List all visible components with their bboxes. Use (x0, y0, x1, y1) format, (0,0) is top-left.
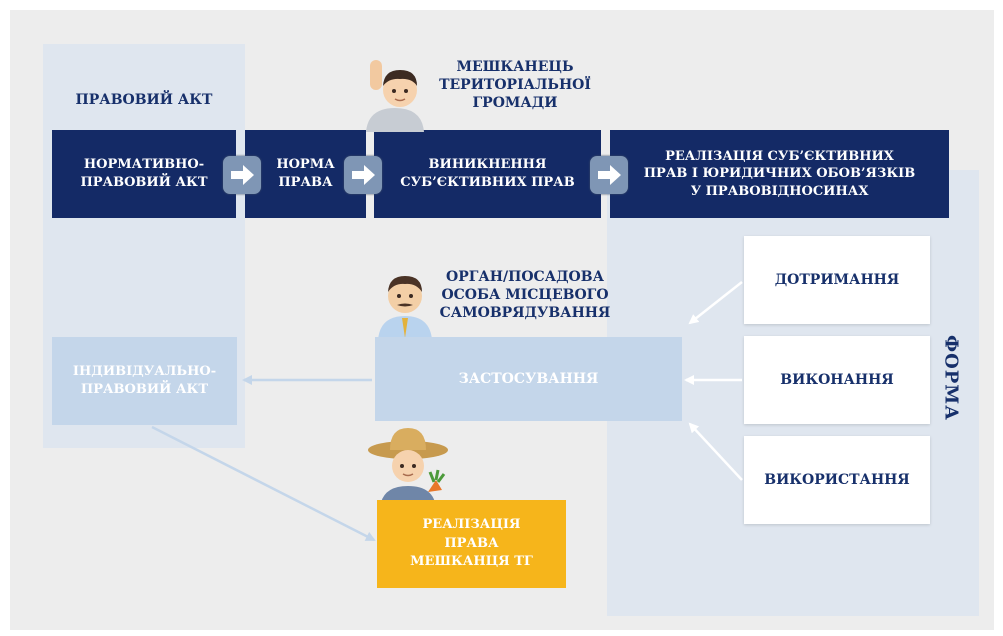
form-execution-box: ВИКОНАННЯ (744, 336, 930, 424)
flow-arrow-2-icon (344, 156, 382, 194)
arrow-individual-act-to-realization (151, 425, 376, 542)
individual-act-box: ІНДИВІДУАЛЬНО- ПРАВОВИЙ АКТ (52, 337, 237, 425)
form-use-box: ВИКОРИСТАННЯ (744, 436, 930, 524)
flow-arrow-3-icon (590, 156, 628, 194)
farmer-avatar-icon (366, 424, 450, 512)
rights-emergence-box: ВИНИКНЕННЯ СУБ’ЄКТИВНИХ ПРАВ (374, 130, 601, 218)
official-label: ОРГАН/ПОСАДОВА ОСОБА МІСЦЕВОГО САМОВРЯДУ… (439, 269, 611, 322)
official-avatar-icon (376, 268, 434, 344)
realization-box: РЕАЛІЗАЦІЯ ПРАВА МЕШКАНЦЯ ТГ (377, 500, 566, 588)
legal-act-title: ПРАВОВИЙ АКТ (75, 92, 213, 108)
application-box: ЗАСТОСУВАННЯ (375, 337, 682, 421)
arrow-compliance-to-application (688, 281, 743, 325)
form-compliance-box: ДОТРИМАННЯ (744, 236, 930, 324)
flow-arrow-1-icon (223, 156, 261, 194)
rights-realization-box: РЕАЛІЗАЦІЯ СУБ’ЄКТИВНИХ ПРАВ І ЮРИДИЧНИХ… (610, 130, 949, 218)
normative-act-box: НОРМАТИВНО- ПРАВОВИЙ АКТ (52, 130, 236, 218)
form-title: ФОРМА (940, 335, 962, 421)
resident-avatar-icon (362, 58, 428, 136)
resident-label: МЕШКАНЕЦЬ ТЕРИТОРІАЛЬНОЇ ГРОМАДИ (439, 59, 591, 112)
arrow-use-to-application (688, 422, 743, 481)
